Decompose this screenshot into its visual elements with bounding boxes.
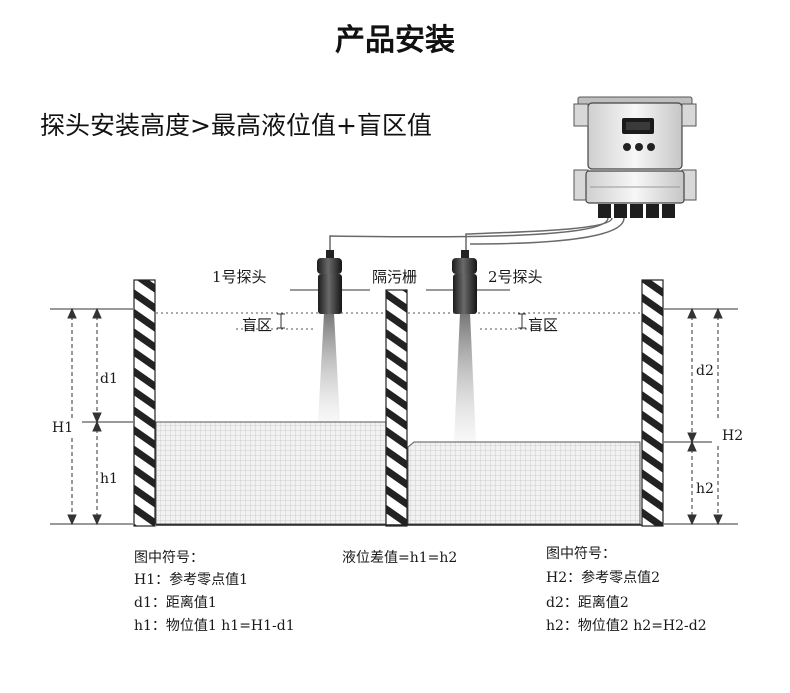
button-icon	[647, 143, 655, 151]
probe-1	[317, 250, 342, 314]
legend-right-line3: h2：物位值2 h2=H2-d2	[546, 618, 707, 634]
tank-wall-right	[641, 279, 664, 527]
button-icon	[635, 143, 643, 151]
right-dimensions	[664, 307, 738, 526]
legend-right-line1: H2：参考零点值2	[546, 569, 660, 586]
legend-left: 图中符号： H1：参考零点值1 d1：距离值1 h1：物位值1 h1=H1-d1	[134, 550, 295, 634]
reference-lines	[156, 312, 640, 330]
legend-left-line1: H1：参考零点值1	[134, 571, 248, 588]
probe-cables	[329, 217, 625, 254]
d1-label: d1	[100, 371, 118, 387]
level-difference-text: 液位差值=h1=h2	[342, 550, 457, 566]
h1-label: h1	[100, 471, 118, 487]
legend-right-heading: 图中符号：	[546, 546, 616, 562]
H1-label: H1	[52, 420, 73, 436]
probe-2-label: 2号探头	[488, 268, 543, 286]
blind-zone-label-left: 盲区	[242, 316, 272, 334]
ultrasonic-beam-2	[454, 313, 476, 442]
tank-wall-left	[133, 279, 156, 527]
legend-left-line2: d1：距离值1	[134, 594, 217, 611]
installation-rule-text: 探头安装高度>最高液位值+盲区值	[40, 111, 432, 140]
legend-left-line3: h1：物位值1 h1=H1-d1	[134, 618, 295, 634]
liquid-tank-1	[155, 421, 387, 525]
h2-label: h2	[696, 481, 714, 497]
probe-1-label: 1号探头	[212, 268, 267, 286]
legend-right-line2: d2：距离值2	[546, 594, 629, 611]
liquid-tank-2	[407, 441, 641, 525]
screen-label: 隔污栅	[372, 268, 417, 286]
left-dimensions	[50, 307, 133, 526]
d2-label: d2	[696, 363, 714, 379]
blind-zone-label-right: 盲区	[528, 316, 558, 334]
button-icon	[623, 143, 631, 151]
blind-zone-markers	[277, 313, 526, 329]
H2-label: H2	[722, 428, 743, 444]
screen-partition	[385, 289, 408, 527]
ultrasonic-beam-1	[318, 313, 340, 422]
legend-right: 图中符号： H2：参考零点值2 d2：距离值2 h2：物位值2 h2=H2-d2	[546, 546, 707, 634]
controller-unit	[573, 96, 697, 218]
probe-2	[452, 250, 477, 314]
legend-left-heading: 图中符号：	[134, 550, 204, 566]
page-title: 产品安装	[335, 23, 455, 58]
